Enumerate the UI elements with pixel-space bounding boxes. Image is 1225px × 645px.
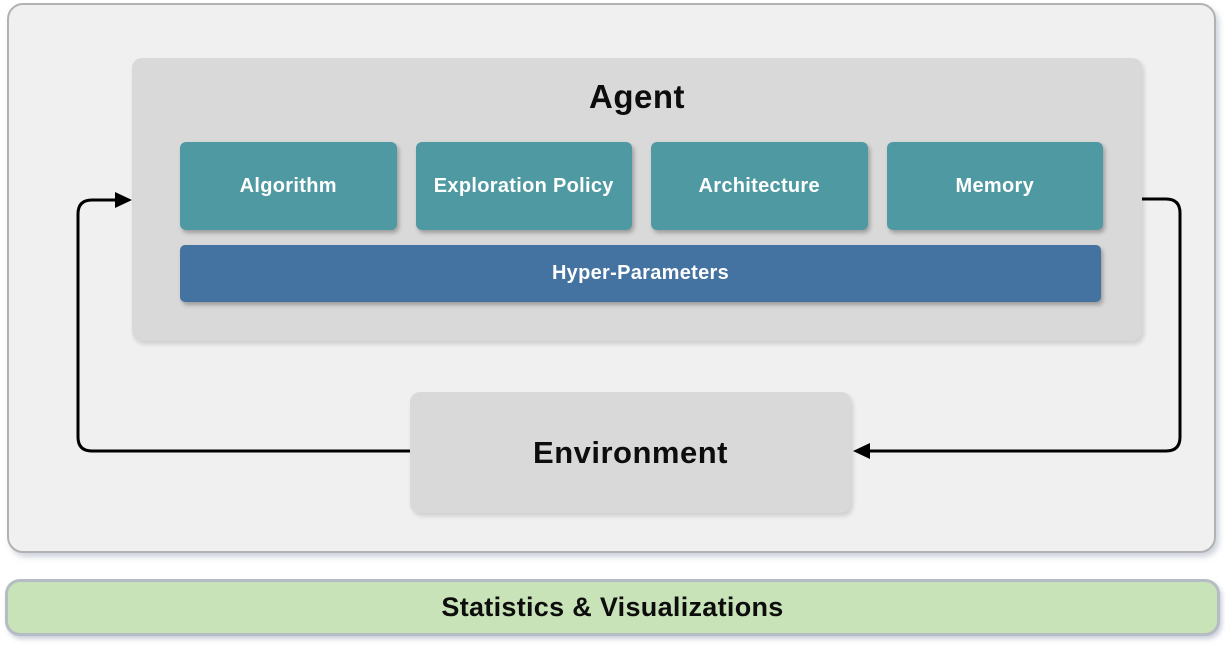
env-to-agent-arrowhead-icon (115, 192, 132, 208)
agent-box: Agent Algorithm Exploration Policy Archi… (132, 58, 1142, 341)
module-algorithm: Algorithm (180, 142, 397, 230)
statistics-visualizations-bar: Statistics & Visualizations (5, 579, 1220, 636)
module-memory: Memory (886, 142, 1103, 230)
training-loop-panel: Agent Algorithm Exploration Policy Archi… (7, 3, 1216, 553)
agent-modules-row: Algorithm Exploration Policy Architectur… (180, 142, 1103, 230)
module-exploration-policy: Exploration Policy (415, 142, 632, 230)
agent-to-env-arrowhead-icon (853, 443, 870, 459)
environment-box: Environment (410, 392, 851, 513)
module-architecture: Architecture (651, 142, 868, 230)
agent-title: Agent (589, 78, 685, 115)
hyper-parameters-bar: Hyper-Parameters (180, 245, 1101, 302)
